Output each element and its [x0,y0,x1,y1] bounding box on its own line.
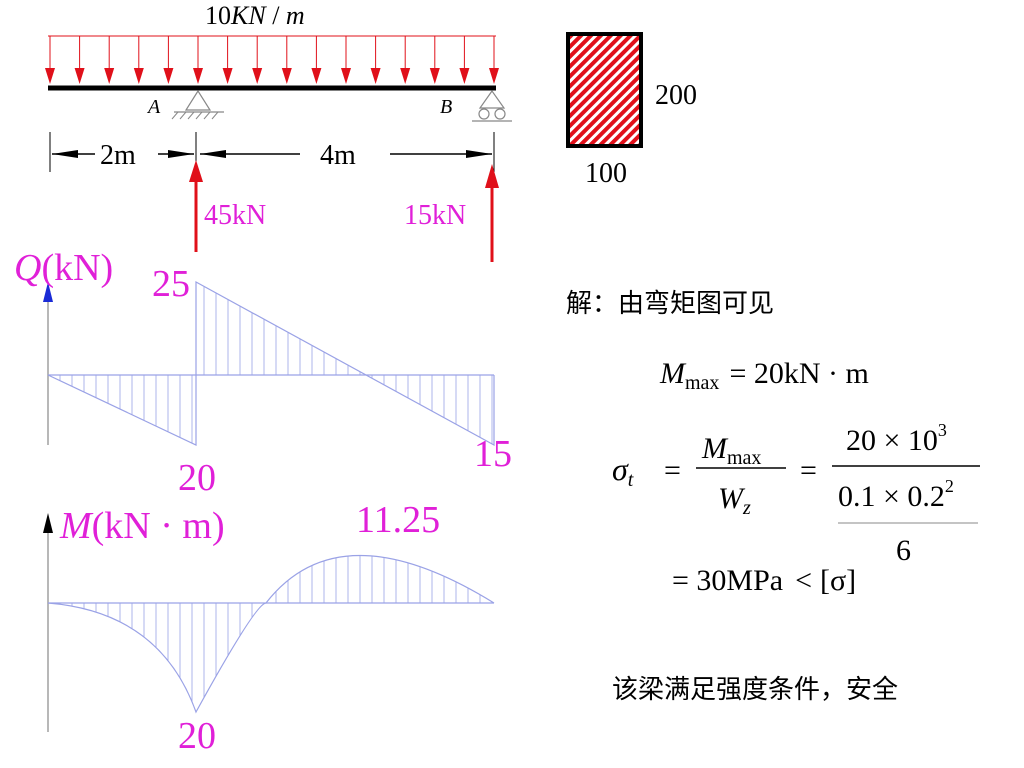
support-b [472,89,512,122]
frac2-numerator: 20 × 103 [846,420,947,457]
sigma-t-symbol: σt [612,451,634,491]
moment-diagram [43,513,495,732]
mmax-equation: Mmax= 20kN · m [659,357,869,394]
reaction-a-arrow [189,160,203,252]
load-arrow [341,36,351,84]
support-b-label: B [440,96,452,118]
moment-outline [47,555,495,714]
load-arrow [104,36,115,84]
support-a [171,89,224,120]
frac2-denominator: 0.1 × 0.22 [838,476,954,513]
shear-axis-label: Q(kN) [14,247,113,289]
frac1-numerator: Mmax [701,432,761,469]
load-arrow [45,36,55,84]
shear-value-max-neg: 20 [178,457,216,499]
load-arrow [459,36,470,84]
shear-hatch [59,286,493,444]
load-arrow [311,36,322,84]
load-arrow [400,36,411,84]
stress-formula: σt = Mmax Wz = 20 × 103 0.1 × 0.22 6 [612,420,980,567]
load-arrow [281,36,292,84]
moment-value-max-neg: 20 [178,715,216,757]
support-a-label: A [146,96,161,118]
moment-value-max-pos: 11.25 [356,499,440,541]
reaction-a-label: 45kN [204,200,266,231]
moment-hatch [59,555,493,702]
moment-axis-label: M(kN · m) [59,505,225,547]
result-equation: = 30MPa<[σ] [672,564,856,597]
load-arrow [222,36,233,84]
moment-axis-arrow-icon [43,513,53,533]
equals-sign-1: = [664,454,681,487]
conclusion-text: 该梁满足强度条件，安全 [612,675,898,705]
load-arrow [429,36,440,84]
solution-intro: 解：由弯矩图可见 [566,289,774,319]
equals-sign-2: = [800,454,817,487]
reaction-b-arrow [485,164,499,262]
load-label: 10KN / m [205,1,305,30]
load-arrow [133,36,144,84]
span-left-label: 2m [100,140,136,171]
load-arrow [489,36,499,84]
reaction-b-label: 15kN [404,200,466,231]
load-arrow [193,36,203,84]
load-arrows [45,36,499,84]
load-arrow [163,36,174,84]
shear-value-right-end: 15 [474,433,512,475]
section-width-label: 100 [585,158,627,189]
cross-section [566,32,643,148]
load-arrow [370,36,381,84]
span-right-label: 4m [320,140,356,171]
frac2-denominator-extra: 6 [896,534,911,567]
load-arrow [252,36,263,84]
load-arrow [74,36,85,84]
shear-value-max-pos: 25 [152,263,190,305]
shear-axis-arrow-icon [43,282,53,302]
shear-diagram [43,280,495,447]
distributed-load [45,35,499,84]
frac1-denominator: Wz [718,482,751,519]
section-height-label: 200 [655,80,697,111]
shear-outline [47,280,495,447]
